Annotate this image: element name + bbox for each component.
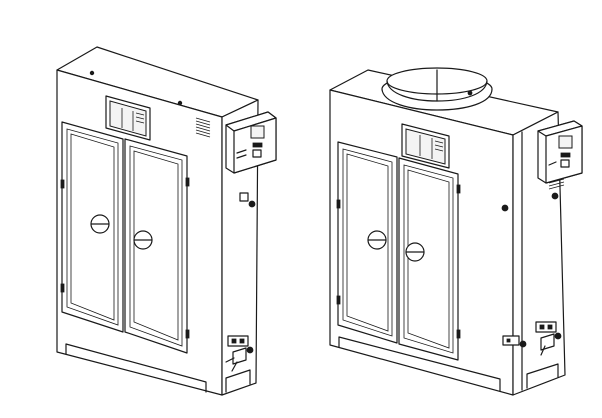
- left-side-control-box: [225, 111, 277, 174]
- left-vent-grille: [195, 117, 211, 138]
- right-door-1: [336, 141, 398, 344]
- right-side-valve-lower: [535, 321, 562, 356]
- cabinet-right: [329, 67, 583, 396]
- right-vent-grille: [548, 178, 565, 190]
- left-side-valve-upper: [239, 192, 256, 208]
- right-door-2: [398, 157, 461, 361]
- left-side-base: [225, 369, 251, 393]
- right-side-control-box: [537, 120, 583, 184]
- indicator-icon: [560, 159, 570, 168]
- left-side-panel: [221, 99, 259, 396]
- right-front-knob: [501, 204, 509, 212]
- left-side-valve-lower: [225, 335, 254, 372]
- switch-icon: [250, 125, 265, 139]
- left-door-1: [60, 121, 124, 333]
- indicator-icon: [252, 149, 262, 158]
- left-top-bolt: [89, 70, 95, 76]
- right-side-knob: [551, 192, 559, 200]
- right-front-control-panel: [401, 123, 450, 253]
- right-side-base: [526, 363, 559, 389]
- left-base-cutout: [65, 343, 207, 393]
- left-door-2: [124, 138, 190, 354]
- right-front-valve: [502, 335, 527, 348]
- dome-lid: [381, 67, 493, 111]
- right-base-cutout: [338, 336, 501, 392]
- switch-icon: [558, 135, 573, 149]
- cabinet-left: [56, 46, 277, 396]
